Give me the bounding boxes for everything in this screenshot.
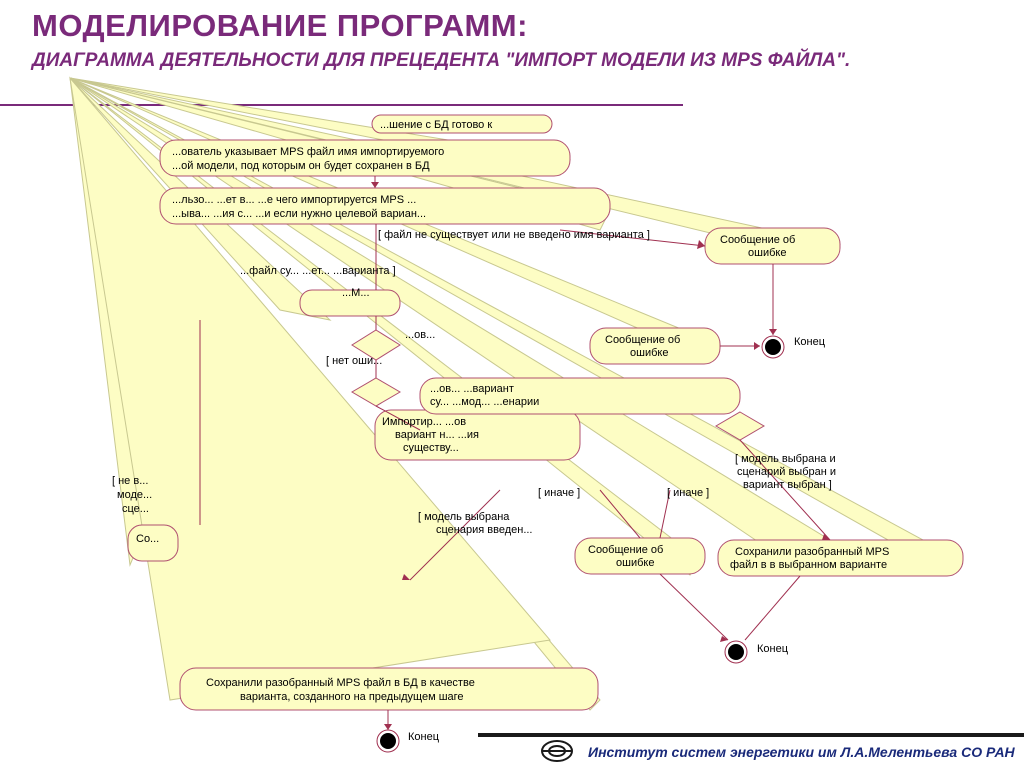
error-2-line2: ошибке (630, 347, 668, 359)
error-3-line1: Сообщение об (588, 544, 663, 556)
footer-divider (478, 733, 1024, 737)
end-label-3: Конец (408, 731, 440, 743)
error-1-line2: ошибке (748, 247, 786, 259)
activity-node-user-specifies (159, 139, 571, 177)
save-db-line2: варианта, созданного на предыдущем шаге (240, 691, 464, 703)
error-1-line1: Сообщение об (720, 234, 795, 246)
mid-stub2-label: ...ов... (405, 329, 435, 341)
import-variant-line2: вариант н... ...ия (395, 429, 479, 441)
arrowhead (402, 574, 410, 580)
save-selected-line2: файл в в выбранном варианте (730, 559, 887, 571)
arrowhead (720, 636, 728, 642)
arrowhead (822, 534, 830, 540)
guard-model-scenario-line1: [ модель выбрана и (735, 453, 836, 465)
start-text: ...шение с БД готово к (380, 119, 492, 131)
flow-arrow (739, 439, 831, 541)
import-variant-line3: существу... (403, 442, 459, 454)
save-db-line1: Сохранили разобранный MPS файл в БД в ка… (206, 677, 475, 689)
arrowhead (371, 182, 379, 188)
end-label-2: Конец (757, 643, 789, 655)
import-variant-line1: Импортир... ...ов (382, 416, 466, 428)
end-node-inner (728, 644, 744, 660)
end-node-1 (761, 335, 785, 359)
flow-arrow (744, 575, 801, 641)
institute-logo-icon (541, 740, 573, 762)
activity-node-select (419, 377, 741, 415)
error-2-line1: Сообщение об (605, 334, 680, 346)
end-node-inner (765, 339, 781, 355)
page-title: МОДЕЛИРОВАНИЕ ПРОГРАММ: (32, 8, 528, 43)
activity-node-save-db (179, 667, 599, 711)
activity-node-start (371, 114, 553, 134)
flow-arrow (375, 405, 421, 431)
import-line1: ...льзо... ...ет в... ...е чего импортир… (172, 194, 416, 206)
guard-not-selected-line1: [ не в... (112, 475, 148, 487)
guard-model-selected-line2: сценария введен... (436, 524, 532, 536)
user-specifies-line1: ...ователь указывает MPS файл имя импорт… (172, 146, 444, 158)
end-node-3 (376, 729, 400, 753)
guard-not-selected-line2: моде... (117, 489, 152, 501)
activity-node-import (159, 187, 611, 225)
footer-institute: Институт систем энергетики им Л.А.Мелент… (588, 744, 1015, 760)
arrowhead (697, 240, 705, 249)
flow-arrow (659, 489, 671, 539)
arrowhead (754, 342, 760, 350)
activity-node-save-selected (717, 539, 964, 577)
guard-model-selected-line1: [ модель выбрана (418, 511, 510, 523)
end-label-1: Конец (794, 336, 826, 348)
arrowhead (384, 724, 392, 730)
end-node-inner (380, 733, 396, 749)
select-line2: су... ...мод... ...енарии (430, 396, 539, 408)
error-3-line2: ошибке (616, 557, 654, 569)
flow-arrow (559, 229, 706, 247)
flow-arrow (599, 489, 641, 539)
left-stub-label: Со... (136, 533, 159, 545)
decision-diamond (351, 377, 401, 407)
guard-model-scenario-line3: вариант выбран ] (743, 479, 832, 491)
page-subtitle: ДИАГРАММА ДЕЯТЕЛЬНОСТИ ДЛЯ ПРЕЦЕДЕНТА "И… (32, 50, 851, 71)
guard-file-exists: ...файл су... ...ет... ...варианта ] (240, 265, 396, 277)
import-line2: ...ыва... ...ия с... ...и если нужно цел… (172, 208, 426, 220)
flow-arrow (659, 573, 729, 641)
flow-arrow (409, 489, 501, 581)
guard-else-1: [ иначе ] (538, 487, 580, 499)
guard-model-scenario-line2: сценарий выбран и (737, 466, 836, 478)
select-line1: ...ов... ...вариант (430, 383, 514, 395)
user-specifies-line2: ...ой модели, под которым он будет сохра… (172, 160, 430, 172)
end-node-2 (724, 640, 748, 664)
save-selected-line1: Сохранили разобранный MPS (735, 546, 889, 558)
title-divider (0, 104, 683, 106)
guard-not-selected-line3: сце... (122, 503, 149, 515)
guard-else-2: [ иначе ] (667, 487, 709, 499)
activity-node-left-stub (127, 524, 179, 562)
arrowhead (769, 329, 777, 335)
activity-node-mid-stub (299, 289, 401, 317)
guard-no-error: [ нет оши... (326, 355, 382, 367)
mid-stub-label: ...М... (342, 287, 370, 299)
guard-file-missing: [ файл не существует или не введено имя … (378, 229, 650, 241)
